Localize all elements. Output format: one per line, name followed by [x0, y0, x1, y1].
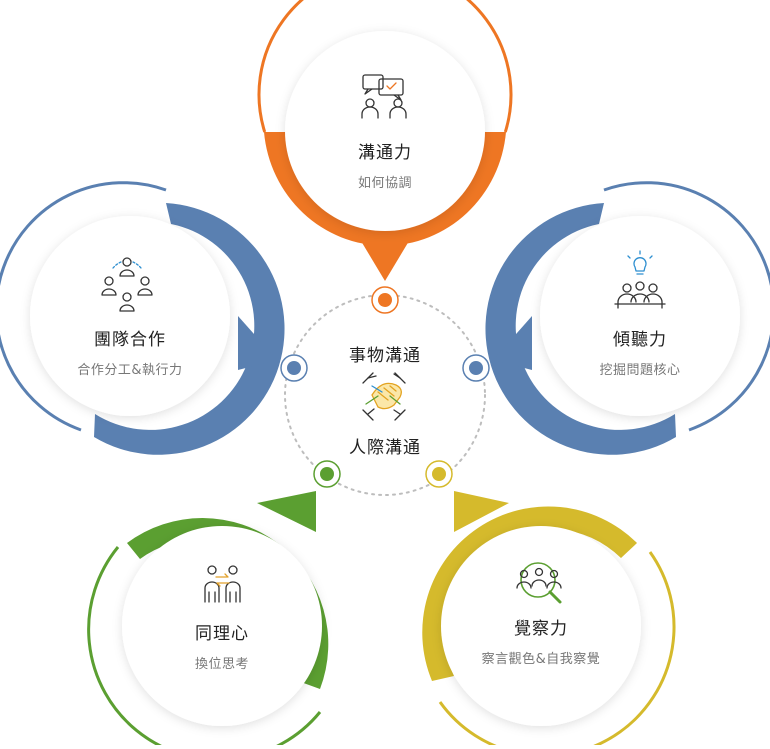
empathy-outer-arc	[87, 546, 322, 749]
awareness-port-dot	[432, 467, 446, 481]
listening-subtitle: 挖掘問題核心	[599, 363, 681, 378]
node-communication	[257, 0, 513, 314]
communication-title: 溝通力	[358, 143, 412, 163]
teamwork-outer-arc	[0, 181, 167, 432]
teamwork-title: 團隊合作	[94, 330, 166, 350]
empathy-title: 同理心	[195, 624, 249, 644]
awareness-inner-disc	[441, 526, 641, 726]
communication-inner-disc	[285, 31, 485, 231]
empathy-port-dot	[320, 467, 334, 481]
communication-thick-arc	[264, 132, 506, 246]
center-label-people: 人際溝通	[349, 438, 421, 458]
awareness-subtitle: 察言觀色&自我察覺	[481, 652, 601, 667]
magnifier-people-icon	[516, 562, 562, 604]
listening-outer-arc	[603, 181, 770, 432]
listening-label-group: 傾聽力 挖掘問題核心	[540, 325, 740, 378]
awareness-label-group: 覺察力 察言觀色&自我察覺	[441, 614, 641, 667]
listening-thick-arc	[485, 203, 676, 455]
teamwork-subtitle: 合作分工&執行力	[77, 363, 183, 378]
communication-port-dot	[378, 293, 392, 307]
communication-outer-arc	[257, 0, 513, 133]
teamwork-pointer	[238, 316, 277, 370]
empathy-inner-disc	[122, 526, 322, 726]
center-label-things: 事物溝通	[349, 346, 421, 366]
teamwork-port-dot	[287, 361, 301, 375]
chat-people-icon	[361, 74, 407, 119]
node-empathy	[87, 460, 341, 749]
teamwork-inner-disc	[30, 216, 230, 416]
awareness-outer-arc	[438, 551, 676, 749]
empathy-pointer	[257, 491, 316, 532]
teamwork-label-group: 團隊合作 合作分工&執行力	[30, 325, 230, 378]
awareness-title: 覺察力	[514, 619, 568, 639]
listening-inner-disc	[540, 216, 740, 416]
listening-port-dot	[469, 361, 483, 375]
teamwork-thick-arc	[94, 203, 285, 455]
swap-people-icon	[204, 565, 241, 603]
node-awareness	[422, 460, 676, 749]
communication-label-group: 溝通力 如何協調	[285, 138, 485, 191]
communication-subtitle: 如何協調	[357, 176, 412, 191]
node-teamwork	[0, 181, 308, 455]
empathy-label-group: 同理心 換位思考	[122, 619, 322, 672]
node-listening	[462, 181, 770, 455]
meeting-lightbulb-icon	[614, 250, 666, 309]
listening-title: 傾聽力	[613, 330, 667, 350]
awareness-pointer	[454, 491, 509, 532]
handshake-hands-icon	[362, 372, 406, 421]
communication-pointer	[358, 236, 412, 281]
listening-pointer	[493, 316, 532, 370]
empathy-subtitle: 換位思考	[194, 657, 249, 672]
team-circle-icon	[101, 257, 153, 312]
